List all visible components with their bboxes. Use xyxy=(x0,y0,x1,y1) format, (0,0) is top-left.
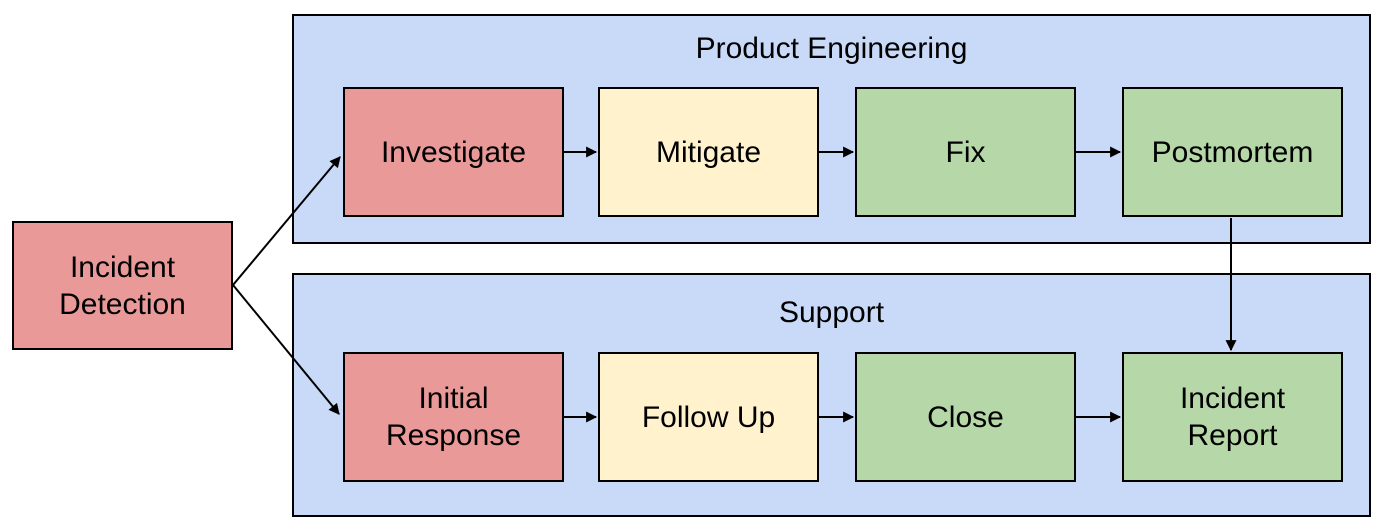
node-initial-response: Initial Response xyxy=(343,352,564,482)
node-fix: Fix xyxy=(855,87,1076,217)
node-label: Initial Response xyxy=(385,382,522,452)
lane-product-engineering: Product Engineering Investigate Mitigate… xyxy=(292,14,1371,244)
node-label: Close xyxy=(927,400,1004,434)
node-incident-report: Incident Report xyxy=(1122,352,1343,482)
node-label: Incident Detection xyxy=(59,250,186,321)
lane-title-support: Support xyxy=(778,296,885,329)
node-label: Investigate xyxy=(380,135,527,169)
node-label: Mitigate xyxy=(655,135,762,169)
node-mitigate: Mitigate xyxy=(598,87,819,217)
lane-support: Support Initial Response Follow Up Close… xyxy=(292,273,1371,517)
node-investigate: Investigate xyxy=(343,87,564,217)
node-postmortem: Postmortem xyxy=(1122,87,1343,217)
node-close: Close xyxy=(855,352,1076,482)
node-label: Incident Report xyxy=(1179,382,1286,452)
node-label: Fix xyxy=(945,135,986,169)
node-label: Follow Up xyxy=(641,400,776,434)
lane-title-product-engineering: Product Engineering xyxy=(695,32,968,65)
node-follow-up: Follow Up xyxy=(598,352,819,482)
node-incident-detection: Incident Detection xyxy=(12,221,233,350)
node-label: Postmortem xyxy=(1151,135,1314,169)
